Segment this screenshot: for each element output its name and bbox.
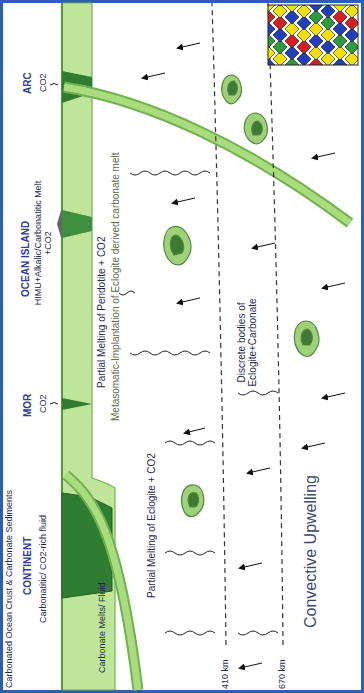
slab-label: Carbonated Ocean Crust & Carbonate Sedim… xyxy=(4,490,14,688)
polyhedron xyxy=(345,52,358,65)
polyhedron xyxy=(345,16,358,30)
fluid-label: Carbonatitic/ CO2-rich fluid xyxy=(38,515,48,623)
upwelling-arrows xyxy=(143,43,345,668)
polyhedron xyxy=(273,5,287,18)
arc-slab xyxy=(64,87,350,223)
process-label: Partial Melting of Peridotite + CO2 xyxy=(96,237,107,388)
melt-label: HIMU+Alkalic/Carbonatitic Melt +CO2 xyxy=(33,168,53,318)
discontinuity-410 xyxy=(212,3,226,645)
plume-conduit xyxy=(62,210,92,238)
body-label: Discrete bodies of Eclogite+Carbonate xyxy=(236,280,258,405)
process-label: Partial Melting of Eclogite + CO2 xyxy=(146,453,157,598)
volcano xyxy=(57,207,62,241)
eclogite-bodies xyxy=(164,75,319,517)
ridge xyxy=(62,398,92,410)
polyhedron xyxy=(345,5,358,18)
flow-label: Convective Upwelling xyxy=(302,475,320,628)
polyhedron xyxy=(321,5,335,18)
depth-label: 670 km xyxy=(277,659,287,689)
lithosphere xyxy=(62,3,115,690)
polyhedron xyxy=(297,5,311,18)
polyhedron xyxy=(345,28,358,42)
setting-name: OCEAN ISLAND xyxy=(20,221,31,297)
setting-name: ARC xyxy=(22,72,33,94)
gas-label: CO2 xyxy=(38,73,48,92)
melt-paths xyxy=(50,84,278,636)
discontinuity-670 xyxy=(268,3,283,645)
subducting-slab xyxy=(66,475,138,690)
polyhedron xyxy=(345,40,358,54)
gas-label: CO2 xyxy=(38,394,48,413)
setting-name: MOR xyxy=(22,394,33,417)
crystal-structure-inset xyxy=(268,5,358,65)
process-label: Metasomatic-Implantation of Eclogite der… xyxy=(110,153,121,421)
setting-name: CONTINENT xyxy=(22,537,33,595)
depth-label: 410 km xyxy=(220,659,230,689)
process-label: Carbonate Melts/ Fluid xyxy=(97,582,107,673)
